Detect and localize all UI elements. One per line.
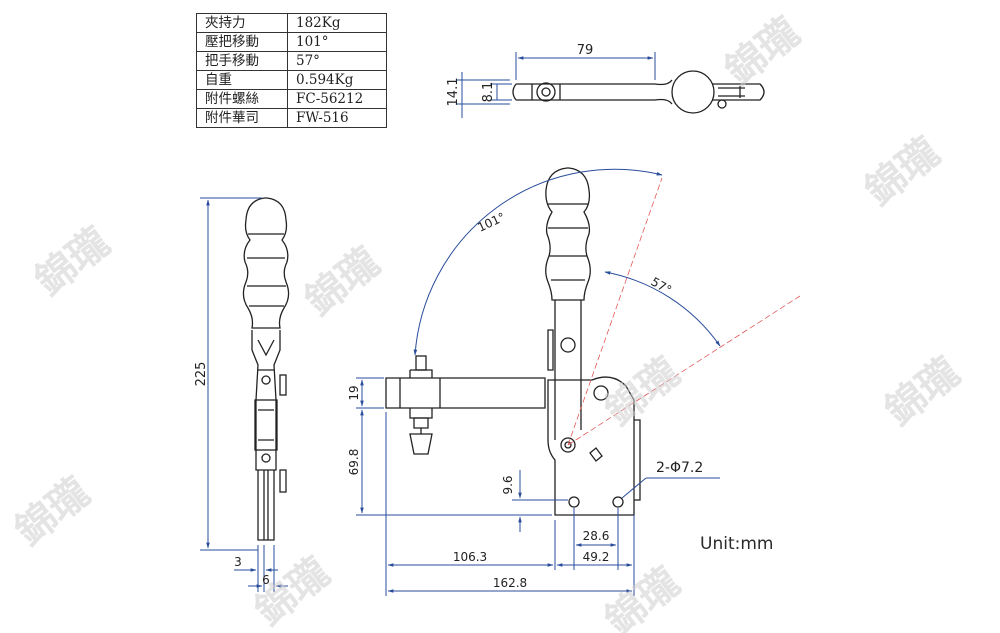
side-view-dimensions [200,197,288,592]
spec-value: FW-516 [287,108,387,128]
dim-bar-height: 19 [347,385,361,400]
spec-label: 附件華司 [196,108,288,128]
dim-hole-spacing: 28.6 [583,529,610,543]
top-view [512,70,765,114]
dim-top-length: 79 [577,43,594,58]
dim-mount-offset: 9.6 [501,475,515,494]
front-view [385,167,641,516]
dim-arc-handle: 57° [649,274,674,297]
dim-base-width: 49.2 [583,550,610,564]
dim-arc-bar: 101° [475,210,507,235]
dim-holes: 2-Φ7.2 [656,460,703,476]
dim-side-height: 225 [194,362,209,387]
spec-label: 把手移動 [196,51,288,71]
top-view-dimensions [456,52,656,118]
angle-reference-lines [567,177,801,446]
dim-side-slot: 3 [234,555,242,569]
dim-top-thick-inner: 8.1 [481,82,496,103]
unit-label: Unit:mm [700,534,774,554]
dim-top-thick-outer: 14.1 [446,78,461,107]
side-view [242,197,290,541]
dim-side-width: 6 [262,573,270,587]
dim-overall-length: 162.8 [493,576,527,590]
front-view-dimensions [356,377,720,596]
angle-arcs [413,168,721,356]
dim-arm-reach: 106.3 [453,550,487,564]
dim-base-height: 69.8 [347,449,361,476]
spec-value: FC-56212 [287,89,387,109]
